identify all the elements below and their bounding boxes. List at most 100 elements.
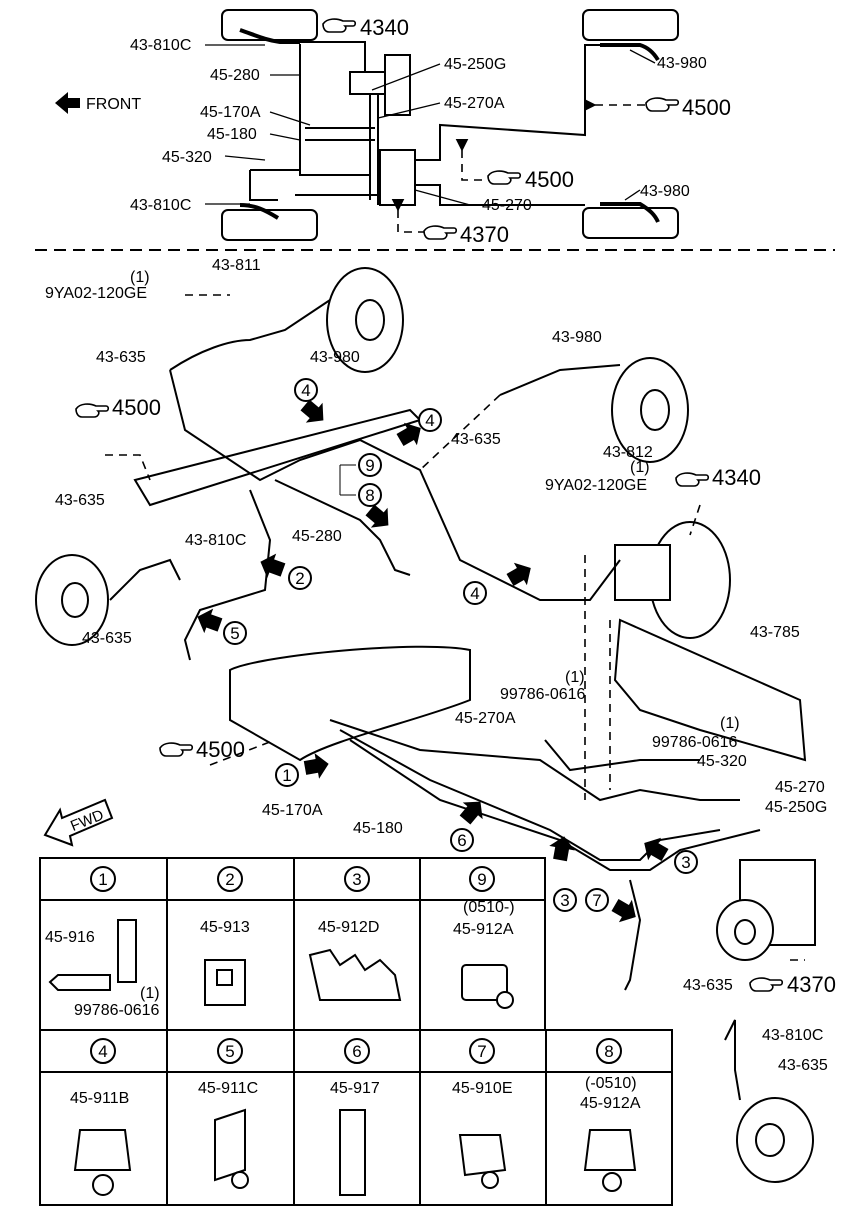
callout-7: 7 — [592, 891, 601, 910]
heat-shield-43-785 — [613, 618, 807, 762]
brake-disc-rear-right — [736, 1097, 814, 1183]
callout-6: 6 — [457, 831, 466, 850]
callout-3: 3 — [681, 853, 690, 872]
label-43-635-b: 43-635 — [451, 431, 501, 448]
label-45-180: 45-180 — [353, 820, 403, 837]
detail-panel: FWD 4 4 9 8 2 4 5 1 6 3 3 7 4500 4340 45… — [35, 257, 836, 1183]
front-label: FRONT — [86, 96, 141, 113]
qty-label: (1) — [140, 985, 160, 1002]
label-43-785: 43-785 — [750, 624, 800, 641]
label-43-811: 43-811 — [212, 257, 261, 274]
qty-label: (1) — [630, 459, 650, 476]
clip-key-4: 4 — [98, 1042, 107, 1061]
clip-icon-45-916 — [117, 919, 137, 983]
clip-part-45-913: 45-913 — [200, 919, 250, 936]
hose-rl — [239, 203, 280, 220]
label-45-280: 45-280 — [210, 67, 260, 84]
ref-4500-mid: 4500 — [196, 737, 245, 762]
label-45-280: 45-280 — [292, 528, 342, 545]
callout-4-b: 4 — [425, 411, 434, 430]
clip-key-7: 7 — [477, 1042, 486, 1061]
fwd-label: FWD — [68, 806, 106, 835]
wheel-rear-left — [221, 209, 318, 241]
clip-pin — [602, 1172, 622, 1192]
clip-part-99786-0616: 99786-0616 — [74, 1002, 160, 1019]
label-45-270a: 45-270A — [444, 95, 505, 112]
callout-4-c: 4 — [470, 584, 479, 603]
clip-part-45-912a: 45-912A — [453, 921, 514, 938]
label-43-812: 43-812 — [603, 444, 653, 461]
label-45-320: 45-320 — [697, 753, 747, 770]
clip-part-45-911c: 45-911C — [198, 1080, 258, 1097]
callout-2: 2 — [295, 569, 304, 588]
label-99786-0616: 99786-0616 — [500, 686, 586, 703]
callout-1: 1 — [282, 766, 291, 785]
ref-4500-b: 4500 — [525, 167, 574, 192]
clip-reference-table: 1 2 3 9 4 5 6 7 8 45-916 (1) 99786-0616 … — [39, 857, 673, 1206]
clip-icon-45-912a-early — [583, 1129, 637, 1171]
clip-key-9: 9 — [477, 870, 486, 889]
label-45-170a: 45-170A — [200, 104, 261, 121]
label-43-810c: 43-810C — [130, 37, 191, 54]
clip-pin — [481, 1171, 499, 1189]
label-45-180: 45-180 — [207, 126, 257, 143]
wheel-front-left — [221, 9, 318, 41]
abs-hydraulic-unit — [716, 859, 816, 961]
callout-8: 8 — [365, 486, 374, 505]
clip-pin — [92, 1174, 114, 1196]
callout-4: 4 — [301, 381, 310, 400]
bolt-icon — [48, 974, 111, 991]
callout-9: 9 — [365, 456, 374, 475]
clip-hole — [216, 969, 233, 986]
clip-part-45-917: 45-917 — [330, 1080, 380, 1097]
label-43-810c-rear: 43-810C — [130, 197, 191, 214]
clip-key-2: 2 — [225, 870, 234, 889]
fwd-arrow-icon — [43, 798, 114, 847]
label-45-170a: 45-170A — [262, 802, 323, 819]
clip-icon-45-912a — [461, 964, 508, 1001]
front-arrow-icon — [55, 92, 80, 114]
label-45-250g: 45-250G — [765, 799, 827, 816]
label-45-270a: 45-270A — [455, 710, 516, 727]
brake-disc-front-left — [326, 267, 404, 373]
label-43-635-c: 43-635 — [55, 492, 105, 509]
label-43-980-b: 43-980 — [552, 329, 602, 346]
clip-part-45-910e: 45-910E — [452, 1080, 513, 1097]
hose-rr — [600, 202, 660, 223]
label-99786-0616-b: 99786-0616 — [652, 734, 738, 751]
qty-label: (1) — [565, 669, 585, 686]
clip-icon-45-910e — [458, 1134, 507, 1177]
brake-disc-front-right — [611, 357, 689, 463]
label-43-635-f: 43-635 — [778, 1057, 828, 1074]
label-43-980-rear: 43-980 — [640, 183, 690, 200]
label-45-270: 45-270 — [482, 197, 532, 214]
label-9ya02-120ge: 9YA02-120GE — [45, 285, 147, 302]
clip-icon-45-917 — [339, 1109, 366, 1196]
hose-fl — [239, 28, 300, 44]
ref-4370-detail: 4370 — [787, 972, 836, 997]
clip-note-0510-until: (-0510) — [585, 1075, 637, 1092]
label-9ya02-120ge-b: 9YA02-120GE — [545, 477, 647, 494]
label-43-980: 43-980 — [657, 55, 707, 72]
label-43-635-d: 43-635 — [82, 630, 132, 647]
clip-part-45-912d: 45-912D — [318, 919, 379, 936]
overview-panel: FRONT 4340 4500 4500 4370 43-810C 45-280… — [55, 9, 731, 247]
ref-4370: 4370 — [460, 222, 509, 247]
wheel-front-right — [582, 9, 679, 41]
ref-4500-a: 4500 — [682, 95, 731, 120]
ref-4340: 4340 — [360, 15, 409, 40]
abs-unit — [379, 149, 416, 206]
clip-pin — [496, 991, 514, 1009]
clip-key-8: 8 — [604, 1042, 613, 1061]
label-45-270: 45-270 — [775, 779, 825, 796]
brake-booster — [384, 54, 411, 116]
clip-key-5: 5 — [225, 1042, 234, 1061]
label-43-635: 43-635 — [96, 349, 146, 366]
label-43-810c: 43-810C — [185, 532, 246, 549]
label-45-320: 45-320 — [162, 149, 212, 166]
clip-icon-45-912d — [308, 948, 402, 1001]
floor-pan — [229, 645, 471, 762]
clip-key-3: 3 — [352, 870, 361, 889]
label-43-980: 43-980 — [310, 349, 360, 366]
